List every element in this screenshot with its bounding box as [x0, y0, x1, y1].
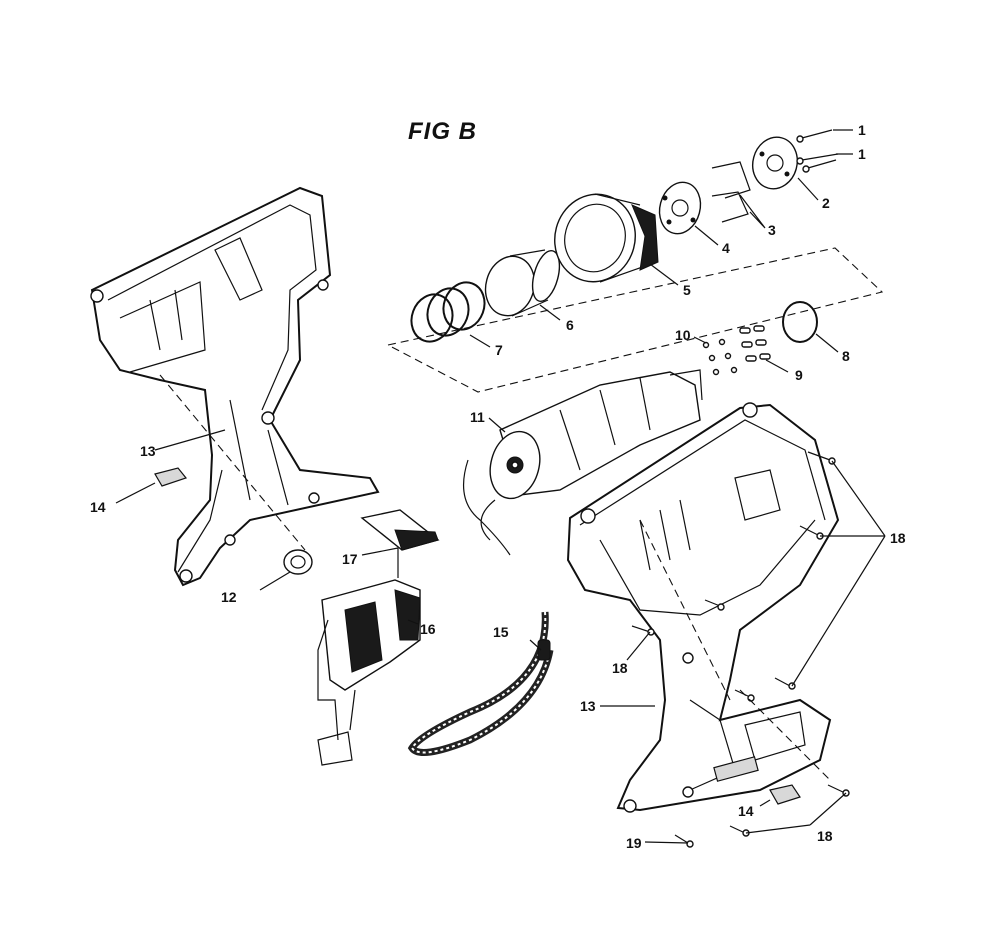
callout-19: 19: [626, 835, 642, 851]
part-15-wrist-strap: [407, 611, 554, 756]
callout-18-right: 18: [890, 530, 906, 546]
part-6-ring-gear: [484, 249, 561, 317]
callout-13-right: 13: [580, 698, 596, 714]
housing-left-half: [90, 186, 380, 587]
part-19-screw: [674, 834, 694, 848]
assembly-dashed-outline: [386, 247, 884, 393]
callout-leader-lines: [115, 129, 886, 844]
housing-right-half: [566, 402, 840, 813]
callout-2: 2: [822, 195, 830, 211]
callout-10: 10: [675, 327, 691, 343]
part-9-10-balls-and-pins: [702, 325, 771, 376]
callout-7: 7: [495, 342, 503, 358]
part-7-retaining-rings: [410, 281, 486, 343]
part-2-mounting-plate: [752, 136, 798, 190]
callout-5: 5: [683, 282, 691, 298]
callout-6: 6: [566, 317, 574, 333]
part-18-screws: [631, 451, 850, 837]
callout-14-left: 14: [90, 499, 106, 515]
part-1-screws: [796, 129, 839, 173]
callout-3: 3: [768, 222, 776, 238]
callout-9: 9: [795, 367, 803, 383]
callout-18-bottom: 18: [817, 828, 833, 844]
callout-11: 11: [470, 409, 485, 425]
callout-13-left: 13: [140, 443, 156, 459]
part-12-plug: [283, 549, 313, 575]
part-16-switch: [317, 579, 421, 766]
part-11-motor-assembly: [462, 369, 703, 556]
part-5-clutch-collar: [554, 193, 659, 283]
callout-8: 8: [842, 348, 850, 364]
figure-title: FIG B: [408, 118, 477, 145]
part-17-switch-cover: [360, 509, 440, 578]
part-8-o-ring: [782, 301, 818, 343]
callout-16: 16: [420, 621, 436, 637]
part-3-spring-clips: [711, 161, 751, 223]
callout-18-left: 18: [612, 660, 628, 676]
callout-17: 17: [342, 551, 358, 567]
callout-15: 15: [493, 624, 509, 640]
part-14-clip-left: [154, 467, 188, 487]
callout-4: 4: [722, 240, 730, 256]
callout-12: 12: [221, 589, 237, 605]
part-4-clutch-plate: [658, 181, 702, 235]
callout-1-second: 1: [858, 146, 866, 162]
callout-14-right: 14: [738, 803, 754, 819]
part-14-clip-right: [769, 784, 801, 805]
callout-1: 1: [858, 122, 866, 138]
